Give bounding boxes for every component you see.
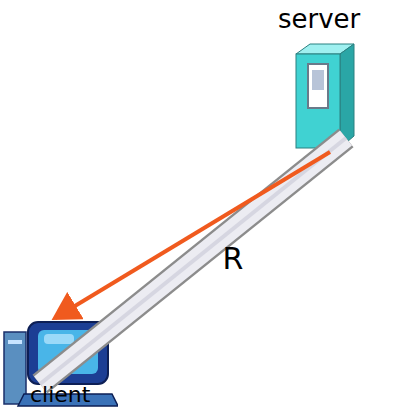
server-drive bbox=[312, 70, 324, 90]
data-arrow bbox=[55, 152, 330, 318]
rate-label: R bbox=[223, 241, 244, 276]
client-monitor bbox=[28, 322, 108, 384]
server-side bbox=[340, 44, 354, 148]
node-label: client bbox=[30, 382, 90, 407]
client-drive bbox=[8, 340, 22, 344]
server-node: server bbox=[268, 2, 400, 152]
client-screen bbox=[38, 330, 98, 374]
client-tower bbox=[4, 332, 26, 404]
server-panel bbox=[308, 64, 328, 108]
node-label: server bbox=[278, 4, 360, 34]
server-front bbox=[296, 54, 340, 148]
client-screen-glare bbox=[44, 334, 74, 344]
client-node: client bbox=[0, 318, 118, 408]
server-icon bbox=[290, 42, 360, 150]
